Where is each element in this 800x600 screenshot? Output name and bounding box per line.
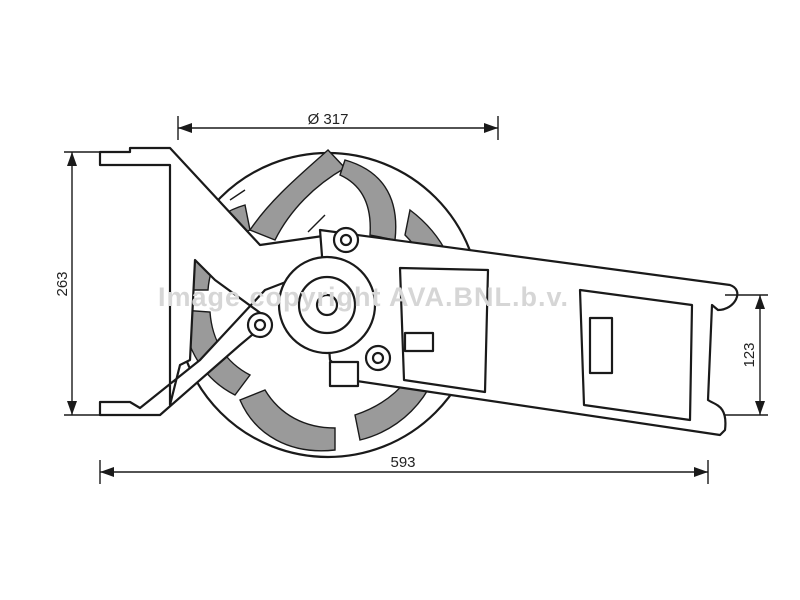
dimension-mount-height: 123 bbox=[725, 294, 768, 416]
mount-height-label: 123 bbox=[741, 342, 758, 367]
copyright-watermark: Image copyright AVA.BNL.b.v. bbox=[158, 282, 569, 312]
width-label: 593 bbox=[390, 454, 415, 471]
dimension-diameter: Ø 317 bbox=[177, 111, 499, 140]
dimension-width: 593 bbox=[99, 454, 709, 484]
dimension-height: 263 bbox=[54, 151, 100, 416]
height-label: 263 bbox=[54, 271, 71, 296]
diameter-label: Ø 317 bbox=[308, 111, 349, 128]
motor-hub bbox=[229, 189, 392, 388]
